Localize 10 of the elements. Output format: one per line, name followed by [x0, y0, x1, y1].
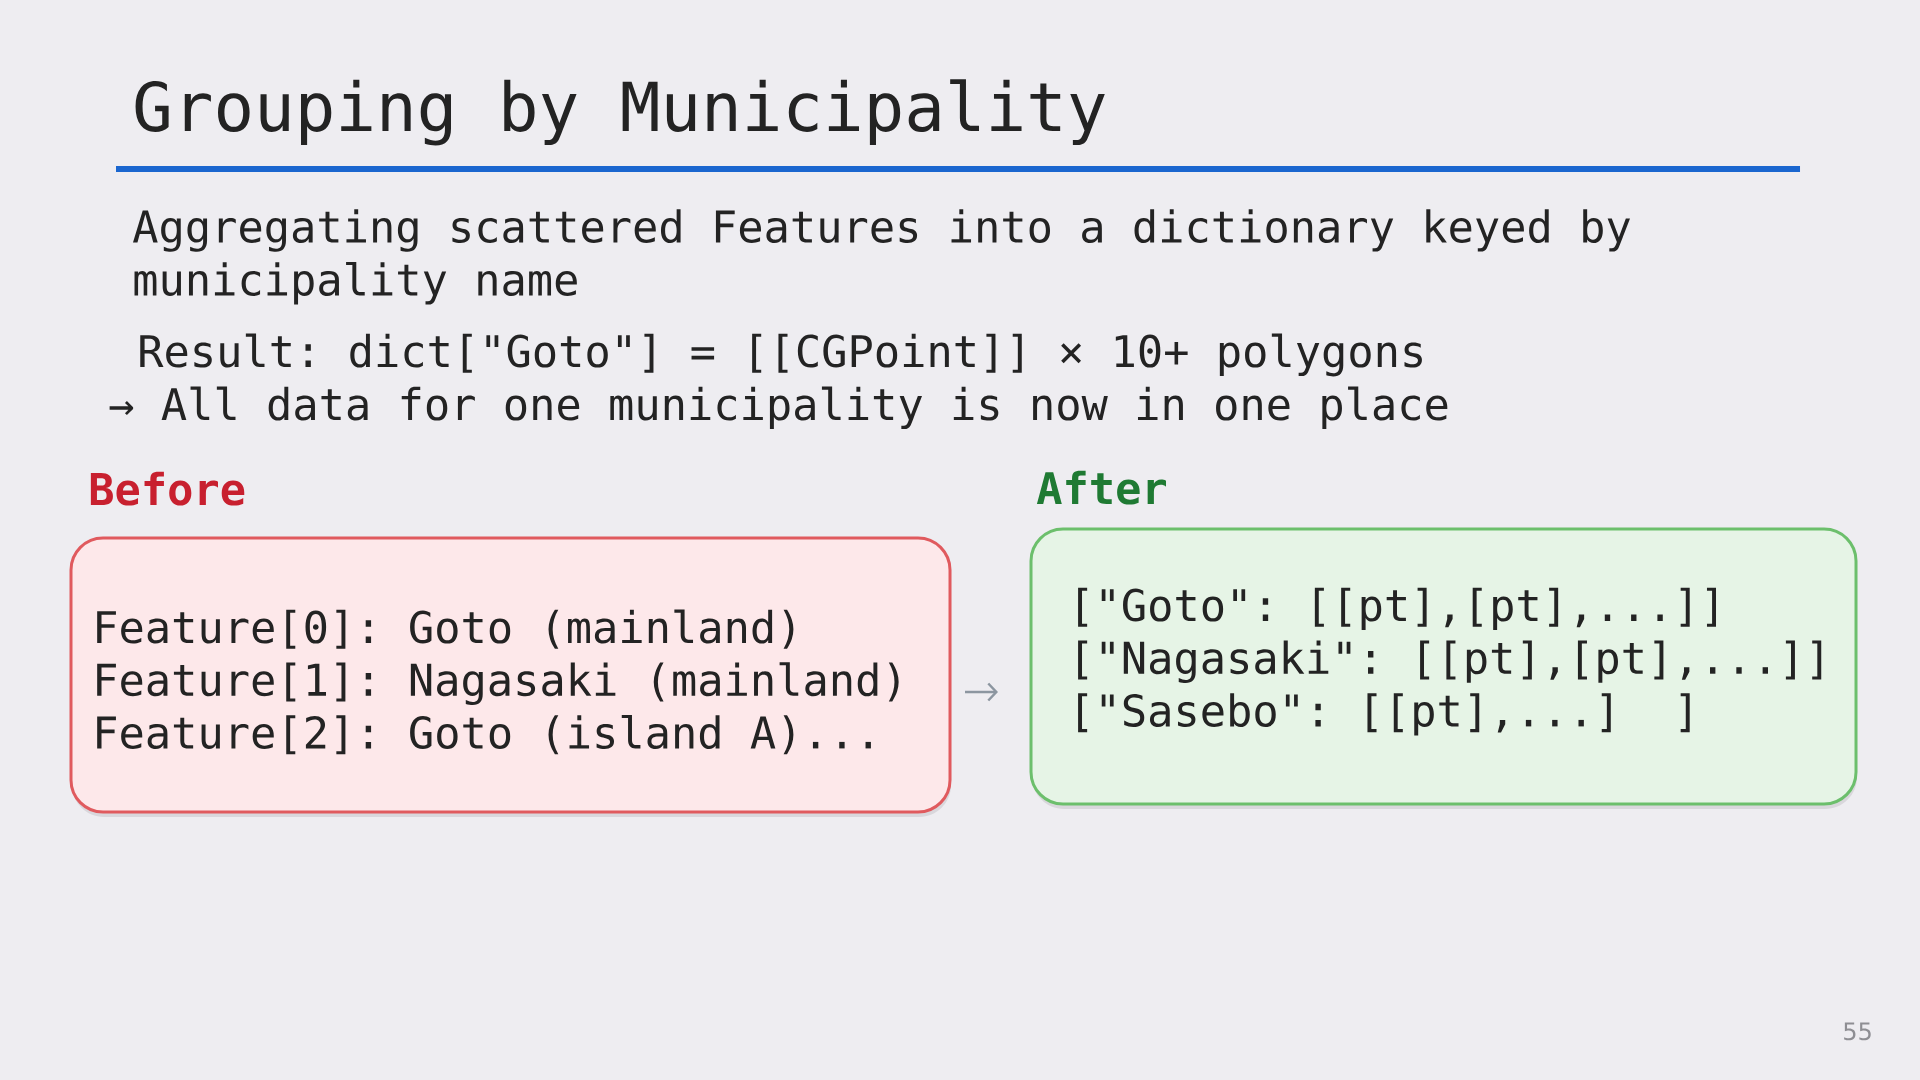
code-box: ["Goto": [[pt],[pt],...]] ["Nagasaki": [[pt],[pt],...]] ["Sasebo": [[pt],...] ] — [1029, 527, 1858, 809]
code-box: Feature[0]: Goto (mainland) Feature[1]: Nagasaki (mainland) Feature[2]: Goto (island A)... — [69, 536, 952, 817]
arrow — [965, 682, 998, 702]
description-text: Aggregating scattered Features into a dictionary keyed by municipality name — [133, 209, 1630, 305]
box-heading: Before — [90, 471, 245, 506]
result-text: Result: dict["Goto"] = [[CGPoint]] × 10+ polygons — [140, 333, 1422, 377]
note-text: → All data for one municipality is now in one place — [109, 386, 1448, 430]
slide-title: Grouping by Municipality — [135, 79, 1105, 146]
box-heading: After — [1036, 470, 1166, 505]
page-number: 55 — [1844, 1022, 1871, 1041]
